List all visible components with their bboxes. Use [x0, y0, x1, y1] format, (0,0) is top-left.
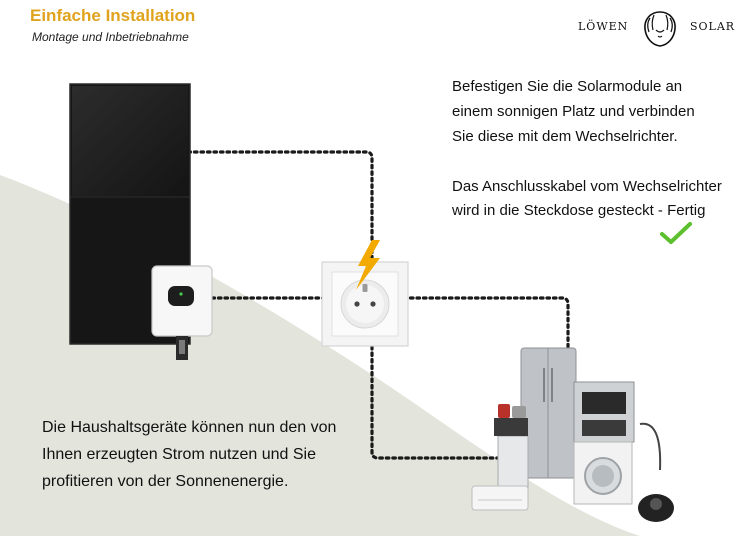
page-title: Einfache Installation: [30, 6, 196, 25]
household-appliances: [471, 347, 674, 522]
logo-word-right: SOLAR: [690, 20, 736, 33]
logo-word-left: LÖWEN: [578, 20, 629, 33]
cable-outlet-to-appliances: [370, 296, 570, 460]
cable-panel-to-outlet: [186, 150, 374, 264]
lightning-icon: [356, 240, 380, 290]
solar-panel: [69, 83, 191, 345]
mount-instruction: Befestigen Sie die Solarmodule an einem …: [452, 78, 695, 145]
lion-head-icon: [644, 11, 676, 47]
checkmark-icon: [660, 222, 692, 244]
page-subtitle: Montage und Inbetriebnahme: [32, 30, 189, 44]
brand-logo: LÖWEN SOLAR: [578, 8, 734, 48]
plug-instruction: Das Anschlusskabel vom Wechselrichter wi…: [452, 178, 722, 219]
inverter: [151, 265, 213, 360]
power-outlet: [321, 261, 409, 347]
usage-description: Die Haushaltsgeräte können nun den von I…: [42, 419, 337, 490]
